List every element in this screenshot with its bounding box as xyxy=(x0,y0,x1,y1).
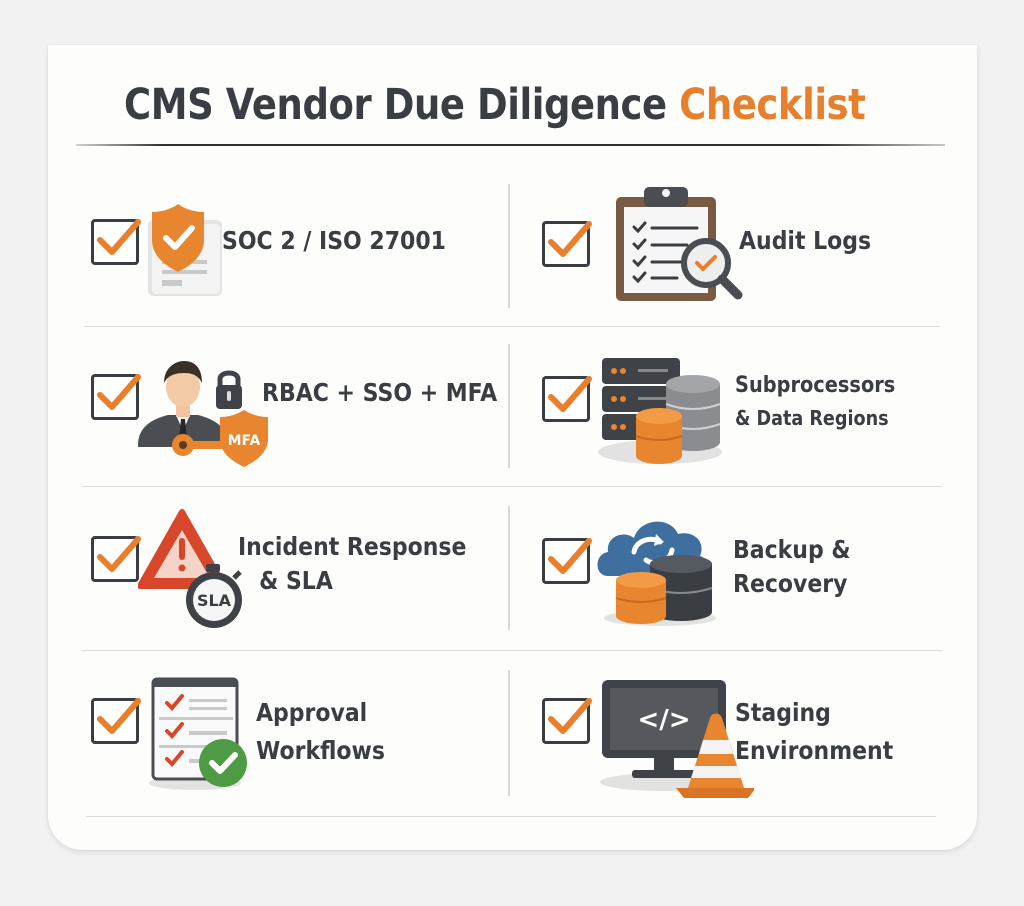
checkmark-icon xyxy=(97,698,141,734)
column-divider xyxy=(508,670,510,796)
checkmark-icon xyxy=(548,376,592,412)
svg-text:</>: </> xyxy=(637,705,690,735)
checkmark-icon xyxy=(548,538,592,574)
label-line: Environment xyxy=(735,736,894,765)
label-line: & Data Regions xyxy=(735,406,889,430)
item-label-rbac-sso-mfa: RBAC + SSO + MFA xyxy=(262,376,497,410)
clipboard-magnifier-icon xyxy=(612,183,747,310)
title-divider xyxy=(76,144,945,146)
checkmark-icon xyxy=(548,698,592,734)
svg-text:SLA: SLA xyxy=(197,591,232,610)
checkbox-staging-environment[interactable] xyxy=(542,698,592,744)
checkbox-subprocessors[interactable] xyxy=(542,376,592,422)
page-title: CMS Vendor Due Diligence Checklist xyxy=(124,80,866,130)
label-line: Staging xyxy=(735,698,831,727)
item-label-subprocessors: Subprocessors & Data Regions xyxy=(735,370,895,434)
checkbox-incident-response[interactable] xyxy=(91,536,141,582)
user-lock-key-mfa-icon: MFA xyxy=(136,355,271,478)
label-line: Subprocessors xyxy=(735,373,896,398)
label-line: SOC 2 / ISO 27001 xyxy=(222,226,446,255)
row-divider xyxy=(86,816,936,817)
column-divider xyxy=(508,184,510,308)
shield-document-icon xyxy=(140,200,230,305)
checkmark-icon xyxy=(97,219,141,255)
column-divider xyxy=(508,506,510,630)
checkbox-approval-workflows[interactable] xyxy=(91,698,141,744)
column-divider xyxy=(508,344,510,468)
item-label-audit-logs: Audit Logs xyxy=(739,224,871,258)
item-label-soc2: SOC 2 / ISO 27001 xyxy=(222,224,446,258)
checkbox-rbac-sso-mfa[interactable] xyxy=(91,374,141,420)
title-main: CMS Vendor Due Diligence xyxy=(124,80,680,130)
label-line: Incident Response xyxy=(238,532,467,561)
label-line: Recovery xyxy=(733,569,848,598)
row-divider xyxy=(82,486,942,487)
label-line: Workflows xyxy=(256,736,385,765)
checkbox-soc2[interactable] xyxy=(91,219,141,265)
title-accent: Checklist xyxy=(679,80,866,130)
label-line: Approval xyxy=(256,698,368,727)
item-label-backup-recovery: Backup & Recovery xyxy=(733,533,851,601)
checkmark-icon xyxy=(97,536,141,572)
label-line: RBAC + SSO + MFA xyxy=(262,378,498,407)
checkmark-icon xyxy=(97,374,141,410)
monitor-code-cone-icon: </> xyxy=(584,678,756,807)
checkbox-audit-logs[interactable] xyxy=(542,221,592,267)
label-line: & SLA xyxy=(259,566,333,595)
warning-stopwatch-icon: SLA xyxy=(137,508,253,637)
label-line: Audit Logs xyxy=(739,226,872,255)
label-line: Backup & xyxy=(733,535,851,564)
item-label-staging-environment: Staging Environment xyxy=(735,696,893,768)
item-label-incident-response: Incident Response & SLA xyxy=(238,530,466,598)
cloud-sync-database-icon xyxy=(594,510,724,633)
row-divider xyxy=(82,650,942,651)
row-divider xyxy=(84,326,940,327)
item-label-approval-workflows: Approval Workflows xyxy=(256,696,385,768)
checkbox-backup-recovery[interactable] xyxy=(542,538,592,584)
svg-text:MFA: MFA xyxy=(228,433,261,449)
checkmark-icon xyxy=(548,221,592,257)
servers-database-icon xyxy=(590,352,730,473)
checklist-approved-icon xyxy=(145,677,255,797)
